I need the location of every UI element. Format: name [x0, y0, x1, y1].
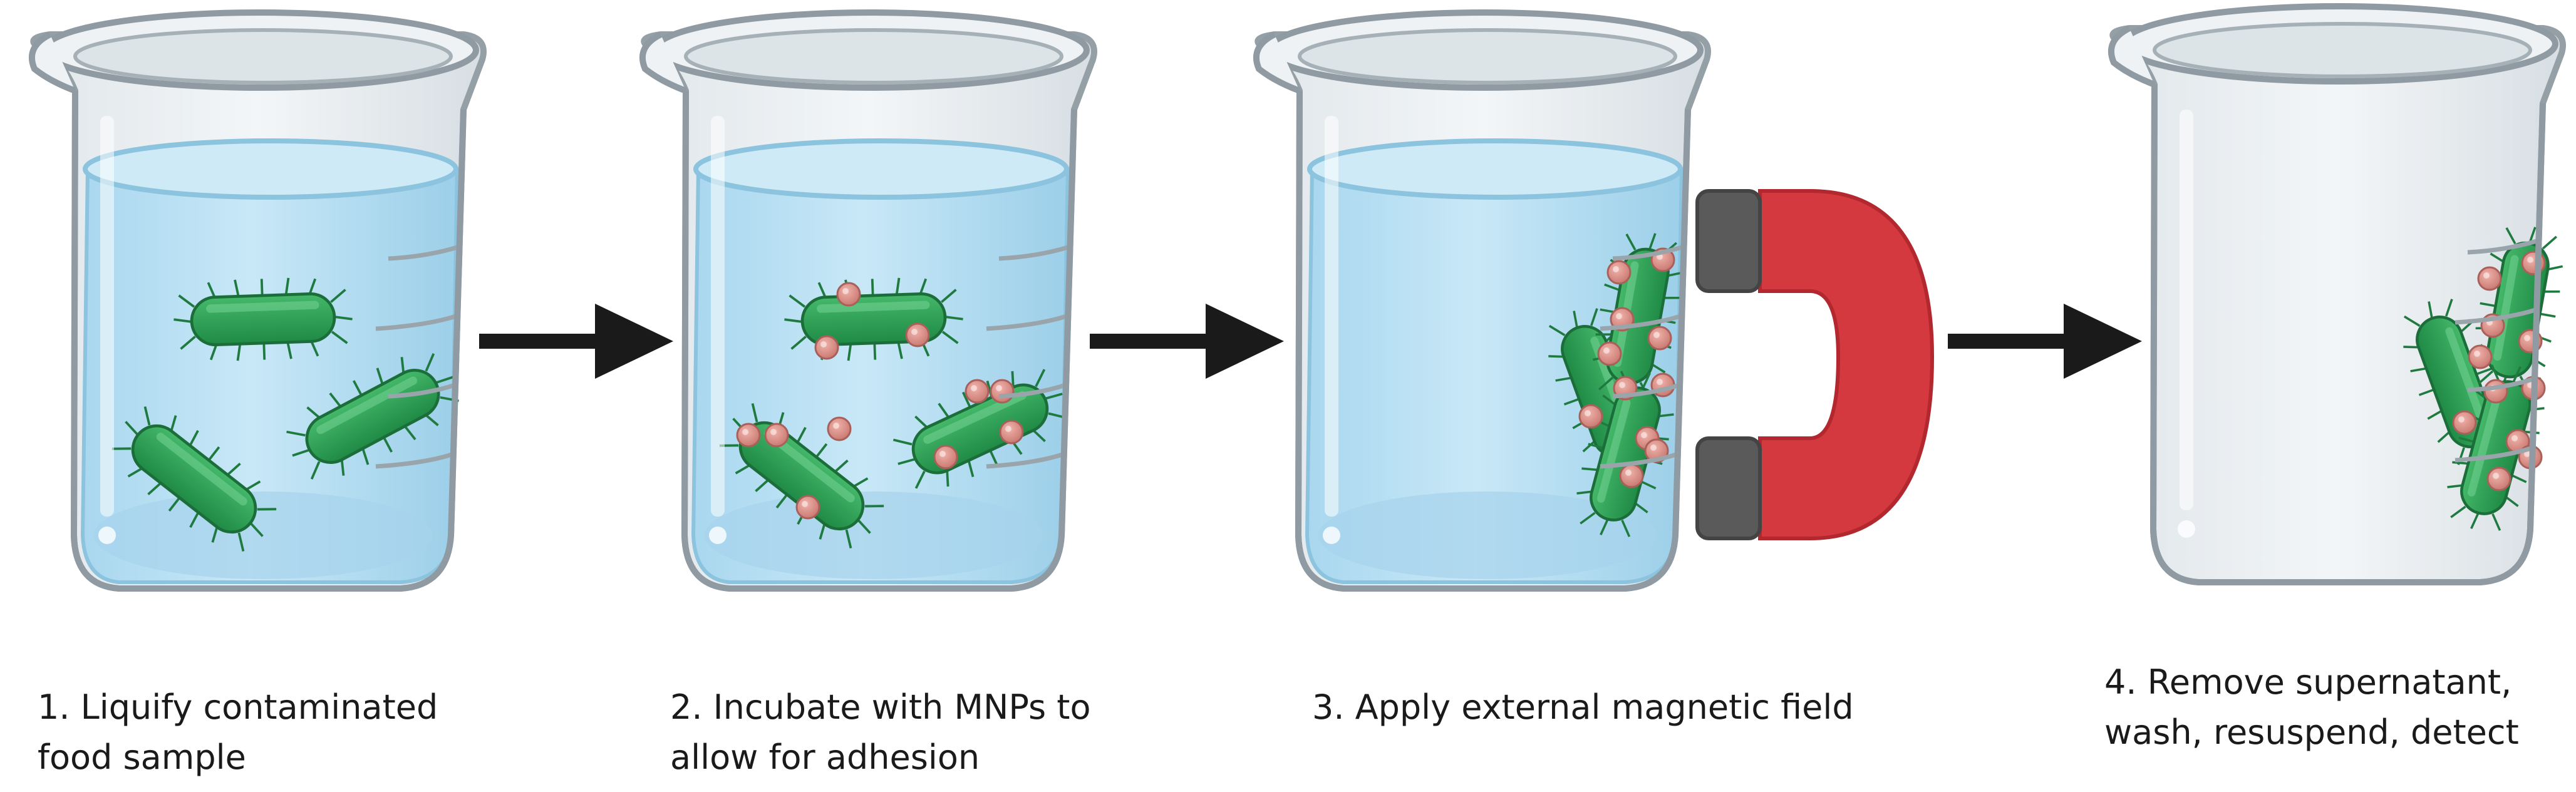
step-4-line-1: 4. Remove supernatant,: [2104, 662, 2512, 702]
magnetic-nanoparticle-icon: [1619, 463, 1644, 488]
magnetic-nanoparticle-icon: [736, 423, 761, 448]
magnetic-nanoparticle-icon: [2483, 379, 2508, 404]
step-2-caption: 2. Incubate with MNPs to allow for adhes…: [670, 682, 1091, 783]
beaker-3: [1256, 13, 1708, 589]
step-1-line-1: 1. Liquify contaminated: [38, 687, 438, 727]
arrow-right-icon: [1948, 304, 2142, 379]
magnetic-nanoparticle-icon: [1606, 260, 1632, 285]
magnetic-nanoparticle-icon: [1597, 341, 1622, 366]
step-3-line-1: 3. Apply external magnetic field: [1312, 687, 1854, 727]
magnetic-nanoparticle-icon: [990, 379, 1015, 404]
magnetic-nanoparticle-icon: [2477, 266, 2502, 291]
beaker-1: [32, 13, 484, 589]
liquid: [83, 141, 457, 582]
magnetic-nanoparticle-icon: [2452, 410, 2477, 435]
magnetic-nanoparticle-icon: [1647, 326, 1672, 351]
beaker-2: [643, 13, 1094, 589]
magnetic-nanoparticle-icon: [1578, 404, 1603, 429]
horseshoe-magnet-icon: [1695, 189, 1935, 540]
magnetic-nanoparticle-icon: [795, 495, 820, 520]
magnetic-nanoparticle-icon: [2486, 466, 2511, 491]
liquid: [693, 141, 1068, 582]
beaker-4: [2111, 6, 2570, 582]
step-2-line-2: allow for adhesion: [670, 738, 980, 777]
magnetic-nanoparticle-icon: [836, 282, 861, 307]
magnetic-nanoparticle-icon: [827, 416, 852, 441]
magnetic-nanoparticle-icon: [2468, 344, 2493, 369]
magnetic-nanoparticle-icon: [905, 322, 930, 347]
arrow-right-icon: [479, 304, 673, 379]
step-2-line-1: 2. Incubate with MNPs to: [670, 687, 1091, 727]
magnetic-nanoparticle-icon: [965, 379, 990, 404]
arrow-right-icon: [1090, 304, 1284, 379]
magnetic-nanoparticle-icon: [933, 445, 958, 470]
magnetic-nanoparticle-icon: [999, 419, 1024, 445]
magnetic-nanoparticle-icon: [764, 423, 789, 448]
step-1-caption: 1. Liquify contaminated food sample: [38, 682, 438, 783]
step-4-line-2: wash, resuspend, detect: [2104, 712, 2519, 752]
step-1-line-2: food sample: [38, 738, 246, 777]
step-3-caption: 3. Apply external magnetic field: [1312, 682, 1854, 733]
magnetic-nanoparticle-icon: [814, 335, 839, 360]
step-4-caption: 4. Remove supernatant, wash, resuspend, …: [2104, 657, 2519, 758]
